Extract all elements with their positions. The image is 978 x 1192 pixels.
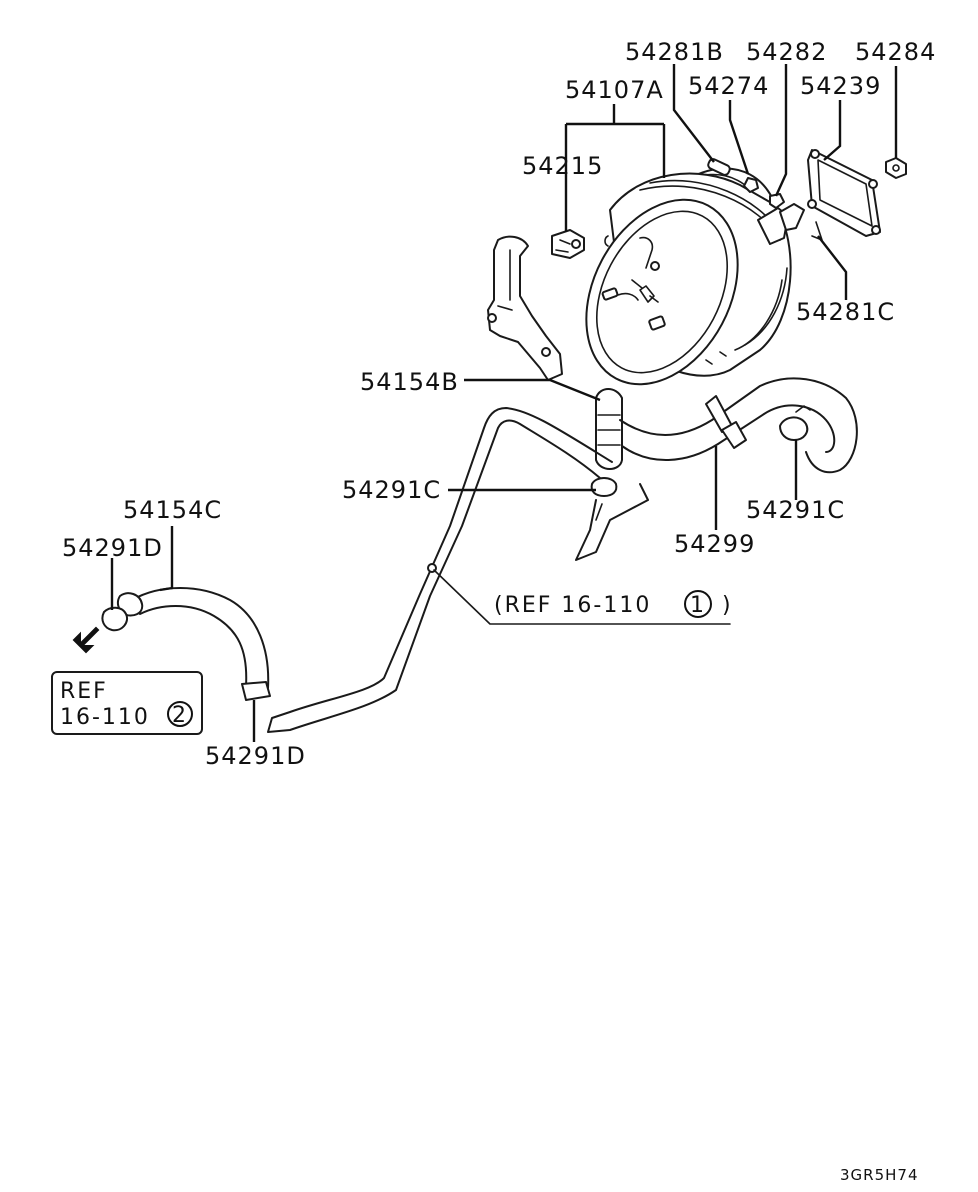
label-54291D-top: 54291D	[62, 534, 163, 562]
label-54239: 54239	[800, 72, 881, 100]
ref2-circle	[167, 701, 193, 727]
ref1-close: )	[722, 593, 733, 618]
ref-callout-2: REF 16-110 2	[51, 671, 203, 735]
ref1-circle	[684, 590, 712, 618]
ref2-line1: REF	[60, 679, 108, 704]
label-54284: 54284	[855, 38, 936, 66]
part-labels: 54281B 54282 54284 54107A 54274 54239 54…	[62, 38, 936, 770]
mounting-bracket	[487, 235, 563, 381]
ref2-line2: 16-110	[60, 705, 150, 730]
label-54299: 54299	[674, 530, 755, 558]
label-54107A: 54107A	[565, 76, 664, 104]
direction-arrow-icon	[72, 626, 100, 654]
gasket-54239	[807, 149, 881, 237]
label-54215: 54215	[522, 152, 603, 180]
ref1-number: 1	[690, 593, 706, 618]
vacuum-pipe	[267, 407, 613, 733]
label-54282: 54282	[746, 38, 827, 66]
label-54291D-bottom: 54291D	[205, 742, 306, 770]
brake-booster	[585, 167, 805, 386]
leader-lines	[110, 64, 898, 742]
ref2-number: 2	[172, 703, 188, 728]
nut-54284	[885, 157, 907, 179]
drawing-code: 3GR5H74	[840, 1166, 919, 1184]
connector-54299	[705, 395, 747, 449]
clamp-54291C-right	[779, 405, 811, 441]
label-54154C: 54154C	[123, 496, 222, 524]
bracket-54215	[551, 229, 585, 259]
label-54281B: 54281B	[625, 38, 724, 66]
ref-callout-1: (REF 16-110 1 )	[494, 590, 733, 618]
label-54281C: 54281C	[796, 298, 895, 326]
label-54291C-right: 54291C	[746, 496, 845, 524]
ref1-text: (REF 16-110	[494, 593, 651, 618]
label-54274: 54274	[688, 72, 769, 100]
ref2-box	[51, 671, 203, 735]
fittings-top	[707, 158, 823, 241]
clamp-54291C-left	[575, 477, 649, 561]
hose-54154B	[595, 377, 858, 474]
hose-54154C	[101, 587, 271, 701]
label-54291C-left: 54291C	[342, 476, 441, 504]
label-54154B: 54154B	[360, 368, 459, 396]
